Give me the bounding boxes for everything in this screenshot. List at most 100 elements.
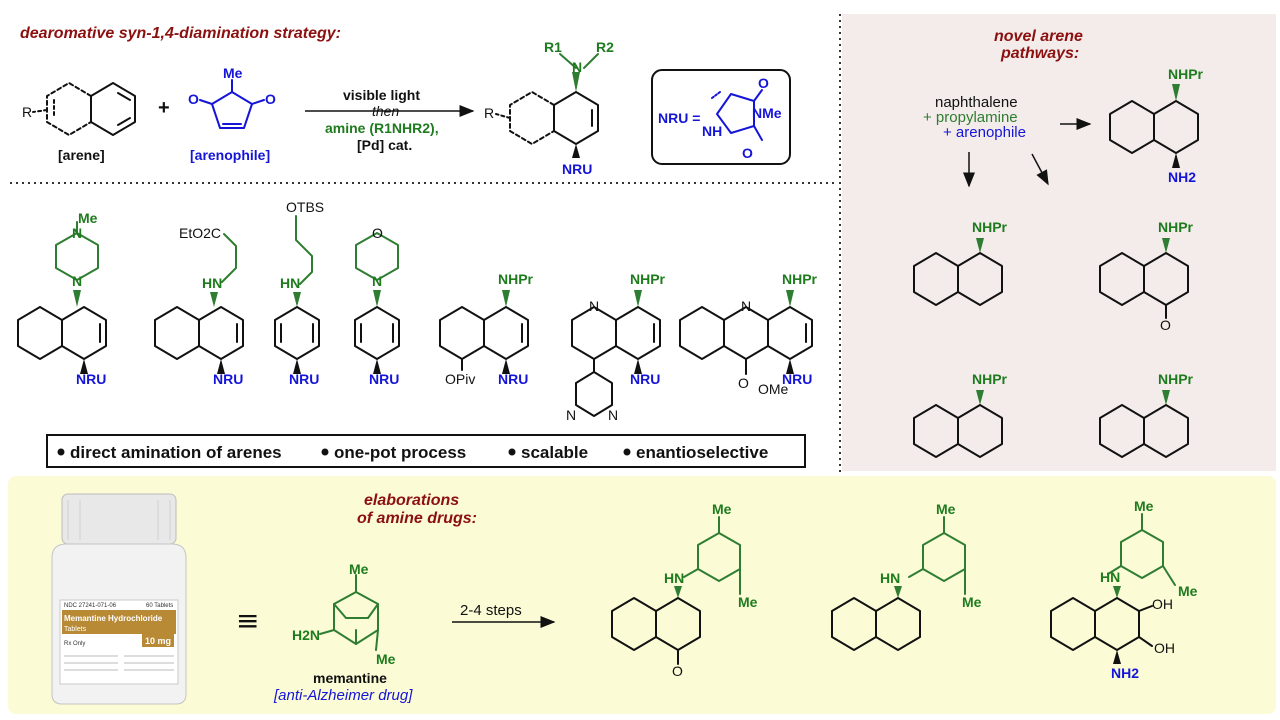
plus-sign: + [158,97,170,119]
legend-o-bottom: O [742,145,753,161]
elaboration-product-2: Me Me HN [831,501,982,651]
compound-3-otbs: OTBS [286,199,324,215]
pathway-3-nhpr: NHPr [1158,219,1194,235]
arene-r-label: R [22,104,32,120]
product-2-hn: HN [880,570,900,586]
pathway-arrow-diagonal [1031,153,1049,186]
compound-3-nru: NRU [289,371,319,387]
arenophile-label: [arenophile] [190,147,270,163]
product-3-me-right: Me [1178,583,1198,599]
compound-6-n: N [589,298,599,314]
compound-5-nhpr: NHPr [498,271,534,287]
scope-compound-2: EtO2C HN NRU [154,225,244,387]
scope-compound-4: O N NRU [354,225,400,387]
conditions-then: then [372,103,399,119]
compound-7-ome: OMe [758,381,789,397]
pathway-3-o: O [1160,317,1171,333]
product-r1: R1 [544,39,562,55]
pathway-2-nhpr: NHPr [972,219,1008,235]
compound-1-me: Me [78,210,98,226]
product-1-me-top: Me [712,501,732,517]
arenophile-o-right: O [265,91,276,107]
product-n: N [572,59,582,75]
compound-6-nru: NRU [630,371,660,387]
product-r: R [484,105,494,121]
pathway-product-dihydro-2: NHPr [1099,371,1194,458]
bottle-name: Memantine Hydrochloride [64,614,163,623]
compound-2-hn: HN [202,275,222,291]
feature-direct-amination: direct amination of arenes [70,443,282,462]
product-3-hn: HN [1100,569,1120,585]
compound-4-o: O [372,225,383,241]
pathways-reagent-2: + propylamine [923,109,1018,126]
product-nru: NRU [562,161,592,177]
feature-bar: direct amination of arenes one-pot proce… [46,434,806,468]
product-3-oh-2: OH [1154,640,1175,656]
steps-label: 2-4 steps [460,602,522,619]
compound-4-nru: NRU [369,371,399,387]
pathways-reagent-1: naphthalene [935,94,1018,111]
legend-nru: NRU = [658,110,700,126]
compound-1-n-top: N [72,225,82,241]
compound-2-etoc: EtO2C [179,225,221,241]
product-3-me-top: Me [1134,498,1154,514]
pathway-5-nhpr: NHPr [1158,371,1194,387]
legend-nme: NMe [752,105,782,121]
scope-compound-7: NHPr N NRU O OMe [679,271,818,397]
product-2-me-top: Me [936,501,956,517]
pathways-heading-2: pathways: [1000,45,1079,62]
compound-1-nru: NRU [76,371,106,387]
bottle-form: Tablets [64,626,87,633]
elaborations-heading-2: of amine drugs: [357,510,477,527]
compound-6-nhpr: NHPr [630,271,666,287]
bottle-ndc: NDC 27241-071-06 [64,603,117,609]
bottle-count: 60 Tablets [146,603,173,609]
compound-5-nru: NRU [498,371,528,387]
compound-2-nru: NRU [213,371,243,387]
scope-compound-1: Me N N NRU [17,210,107,387]
scope-compound-6: NHPr N NRU N N [566,271,666,423]
nru-legend: NRU = NH NMe O O [651,69,791,165]
arenophile-o-left: O [188,91,199,107]
feature-scalable: scalable [521,443,588,462]
compound-4-n: N [372,273,382,289]
memantine-me-bottom: Me [376,651,396,667]
memantine-class: [anti-Alzheimer drug] [273,687,413,704]
product-3-oh-1: OH [1152,596,1173,612]
compound-7-o: O [738,375,749,391]
pathways-heading-1: novel arene [994,28,1083,45]
memantine-h2n: H2N [292,627,320,643]
product-structure: R N R1 R2 NRU [484,39,614,177]
legend-o-top: O [758,75,769,91]
arenophile-structure: Me O O [arenophile] [188,65,276,163]
compound-6-pyr-n2: N [608,407,618,423]
bottle-rx: Rx Only [64,641,85,647]
product-1-hn: HN [664,570,684,586]
compound-6-pyr-n1: N [566,407,576,423]
compound-1-n-bottom: N [72,273,82,289]
conditions-catalyst: [Pd] cat. [357,137,412,153]
pathway-product-tetralone: NHPr O [1099,219,1194,333]
equivalence-sign: ≡ [236,604,259,637]
product-2-me-right: Me [962,594,982,610]
feature-one-pot: one-pot process [334,443,466,462]
pathway-4-nhpr: NHPr [972,371,1008,387]
memantine-me-top: Me [349,561,369,577]
compound-5-opiv: OPiv [445,371,475,387]
arene-label: [arene] [58,147,105,163]
right-panel [842,14,1276,471]
arenophile-me: Me [223,65,243,81]
compound-3-hn: HN [280,275,300,291]
elaborations-heading-1: elaborations [364,492,459,509]
conditions-amine: amine (R1NHR2), [325,120,439,136]
pathways-reagent-3: + arenophile [943,124,1026,141]
product-3-nh2: NH2 [1111,665,1139,681]
strategy-heading: dearomative syn-1,4-diamination strategy… [20,25,341,42]
bottom-panel [8,476,1276,714]
product-1-me-right: Me [738,594,758,610]
scope-compound-5: NHPr OPiv NRU [439,271,534,387]
elaboration-product-3: Me Me HN OH OH NH2 [1050,498,1198,681]
pathway-product-diamine: NHPr NH2 [1109,66,1204,185]
arene-structure: R [arene] [22,82,136,163]
pathway-product-dihydro-1: NHPr [913,371,1008,458]
